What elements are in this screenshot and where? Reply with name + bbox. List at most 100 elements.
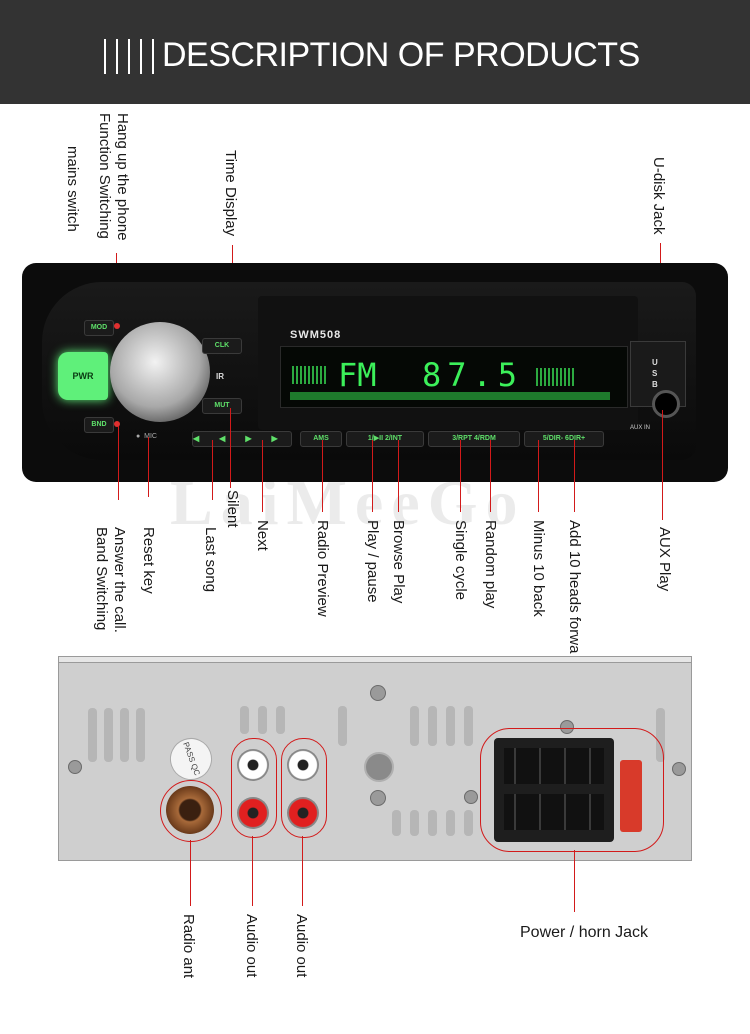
label-mains-switch: mains switch (64, 146, 81, 232)
label-audio-out-1: Audio out (243, 914, 260, 978)
header-stripe (140, 39, 142, 74)
play-int-button[interactable]: 1/▶II 2/INT (346, 431, 424, 447)
leader-line (118, 426, 119, 500)
iso-pins-upper (504, 748, 604, 784)
label-play-pause: Play / pause (364, 520, 381, 603)
rca-white-jack (287, 749, 319, 781)
leader-line (662, 410, 663, 520)
dir-button[interactable]: 5/DIR- 6DIR+ (524, 431, 604, 447)
vent-fin (276, 706, 285, 734)
screw (464, 790, 478, 804)
label-silent: Silent (224, 490, 241, 528)
leader-line (190, 840, 191, 906)
volume-knob[interactable] (110, 322, 210, 422)
leader-line (538, 440, 539, 512)
display-band: FM (338, 356, 377, 394)
leader-line (230, 408, 231, 488)
label-add-10-forward: Add 10 heads forwa (566, 520, 583, 654)
ground-post (364, 752, 394, 782)
model-label: SWM508 (290, 329, 342, 341)
pwr-button[interactable]: PWR (58, 352, 108, 400)
equalizer-bars (536, 368, 576, 386)
aux-jack[interactable] (652, 390, 680, 418)
label-power-horn-jack: Power / horn Jack (520, 924, 649, 941)
label-browse-play: Browse Play (390, 520, 407, 604)
next-icon[interactable]: ▶▶ (245, 434, 298, 443)
leader-line (398, 440, 399, 512)
header-stripe (104, 39, 106, 74)
leader-line (372, 440, 373, 512)
page-title: DESCRIPTION OF PRODUCTS (162, 36, 640, 74)
screw (672, 762, 686, 776)
label-function-switching: Function Switching (96, 113, 113, 239)
vent-fin (120, 708, 129, 762)
leader-line (212, 440, 213, 500)
leader-line (252, 836, 253, 906)
brand-watermark: LaiMeeGo (170, 467, 526, 538)
highlight-rounded-rect (480, 728, 664, 852)
label-last-song: Last song (202, 527, 219, 593)
header-stripe (128, 39, 130, 74)
aux-label: AUX IN (630, 425, 651, 431)
rpt-rdm-button[interactable]: 3/RPT 4/RDM (428, 431, 520, 447)
screw (370, 790, 386, 806)
label-radio-preview: Radio Preview (314, 520, 331, 617)
highlight-oval (231, 738, 277, 838)
label-udisk-jack: U-disk Jack (650, 157, 667, 235)
label-time-display: Time Display (222, 150, 239, 237)
screw (370, 685, 386, 701)
vent-fin (464, 706, 473, 746)
screw (560, 720, 574, 734)
label-audio-out-2: Audio out (293, 914, 310, 978)
prev-icon[interactable]: ◀◀ (193, 434, 246, 443)
label-answer-call: Answer the call. (111, 527, 128, 633)
leader-line (148, 437, 149, 497)
rca-red-jack (237, 797, 269, 829)
vent-fin (428, 810, 437, 836)
vent-fin (410, 706, 419, 746)
iso-pins-lower (504, 794, 604, 830)
vent-fin (446, 810, 455, 836)
ams-button[interactable]: AMS (300, 431, 342, 447)
led-indicator (114, 323, 120, 329)
label-reset-key: Reset key (140, 527, 157, 594)
usb-label: USB (652, 358, 658, 389)
prev-next-buttons: ◀◀▶▶ (192, 431, 292, 447)
leader-line (302, 836, 303, 906)
fuse (620, 760, 642, 832)
rca-red-jack (287, 797, 319, 829)
header-stripe (152, 39, 154, 74)
mut-button[interactable]: MUT (202, 398, 242, 414)
vent-fin (446, 706, 455, 746)
vent-fin (410, 810, 419, 836)
label-random-play: Random play (482, 520, 499, 609)
leader-line (490, 440, 491, 512)
bnd-button[interactable]: BND (84, 417, 114, 433)
leader-line (322, 440, 323, 512)
vent-fin (464, 810, 473, 836)
highlight-oval (281, 738, 327, 838)
leader-line (460, 440, 461, 512)
label-next: Next (254, 520, 271, 551)
mod-button[interactable]: MOD (84, 320, 114, 336)
highlight-circle (160, 780, 222, 842)
label-hang-up: Hang up the phone (114, 113, 131, 241)
header-banner (0, 0, 750, 104)
display-glow (290, 392, 610, 400)
vent-fin (104, 708, 113, 762)
label-minus-10-back: Minus 10 back (530, 520, 547, 617)
rca-white-jack (237, 749, 269, 781)
header-stripe (116, 39, 118, 74)
vent-fin (88, 708, 97, 762)
label-radio-ant: Radio ant (180, 914, 197, 979)
vent-fin (240, 706, 249, 734)
display-frequency: 87.5 (422, 356, 524, 394)
ir-receiver: IR (216, 372, 224, 381)
led-indicator (114, 421, 120, 427)
equalizer-bars (292, 366, 328, 384)
mic-label: ● MIC (136, 433, 157, 440)
vent-fin (258, 706, 267, 734)
vent-fin (656, 708, 665, 762)
vent-fin (428, 706, 437, 746)
clk-button[interactable]: CLK (202, 338, 242, 354)
